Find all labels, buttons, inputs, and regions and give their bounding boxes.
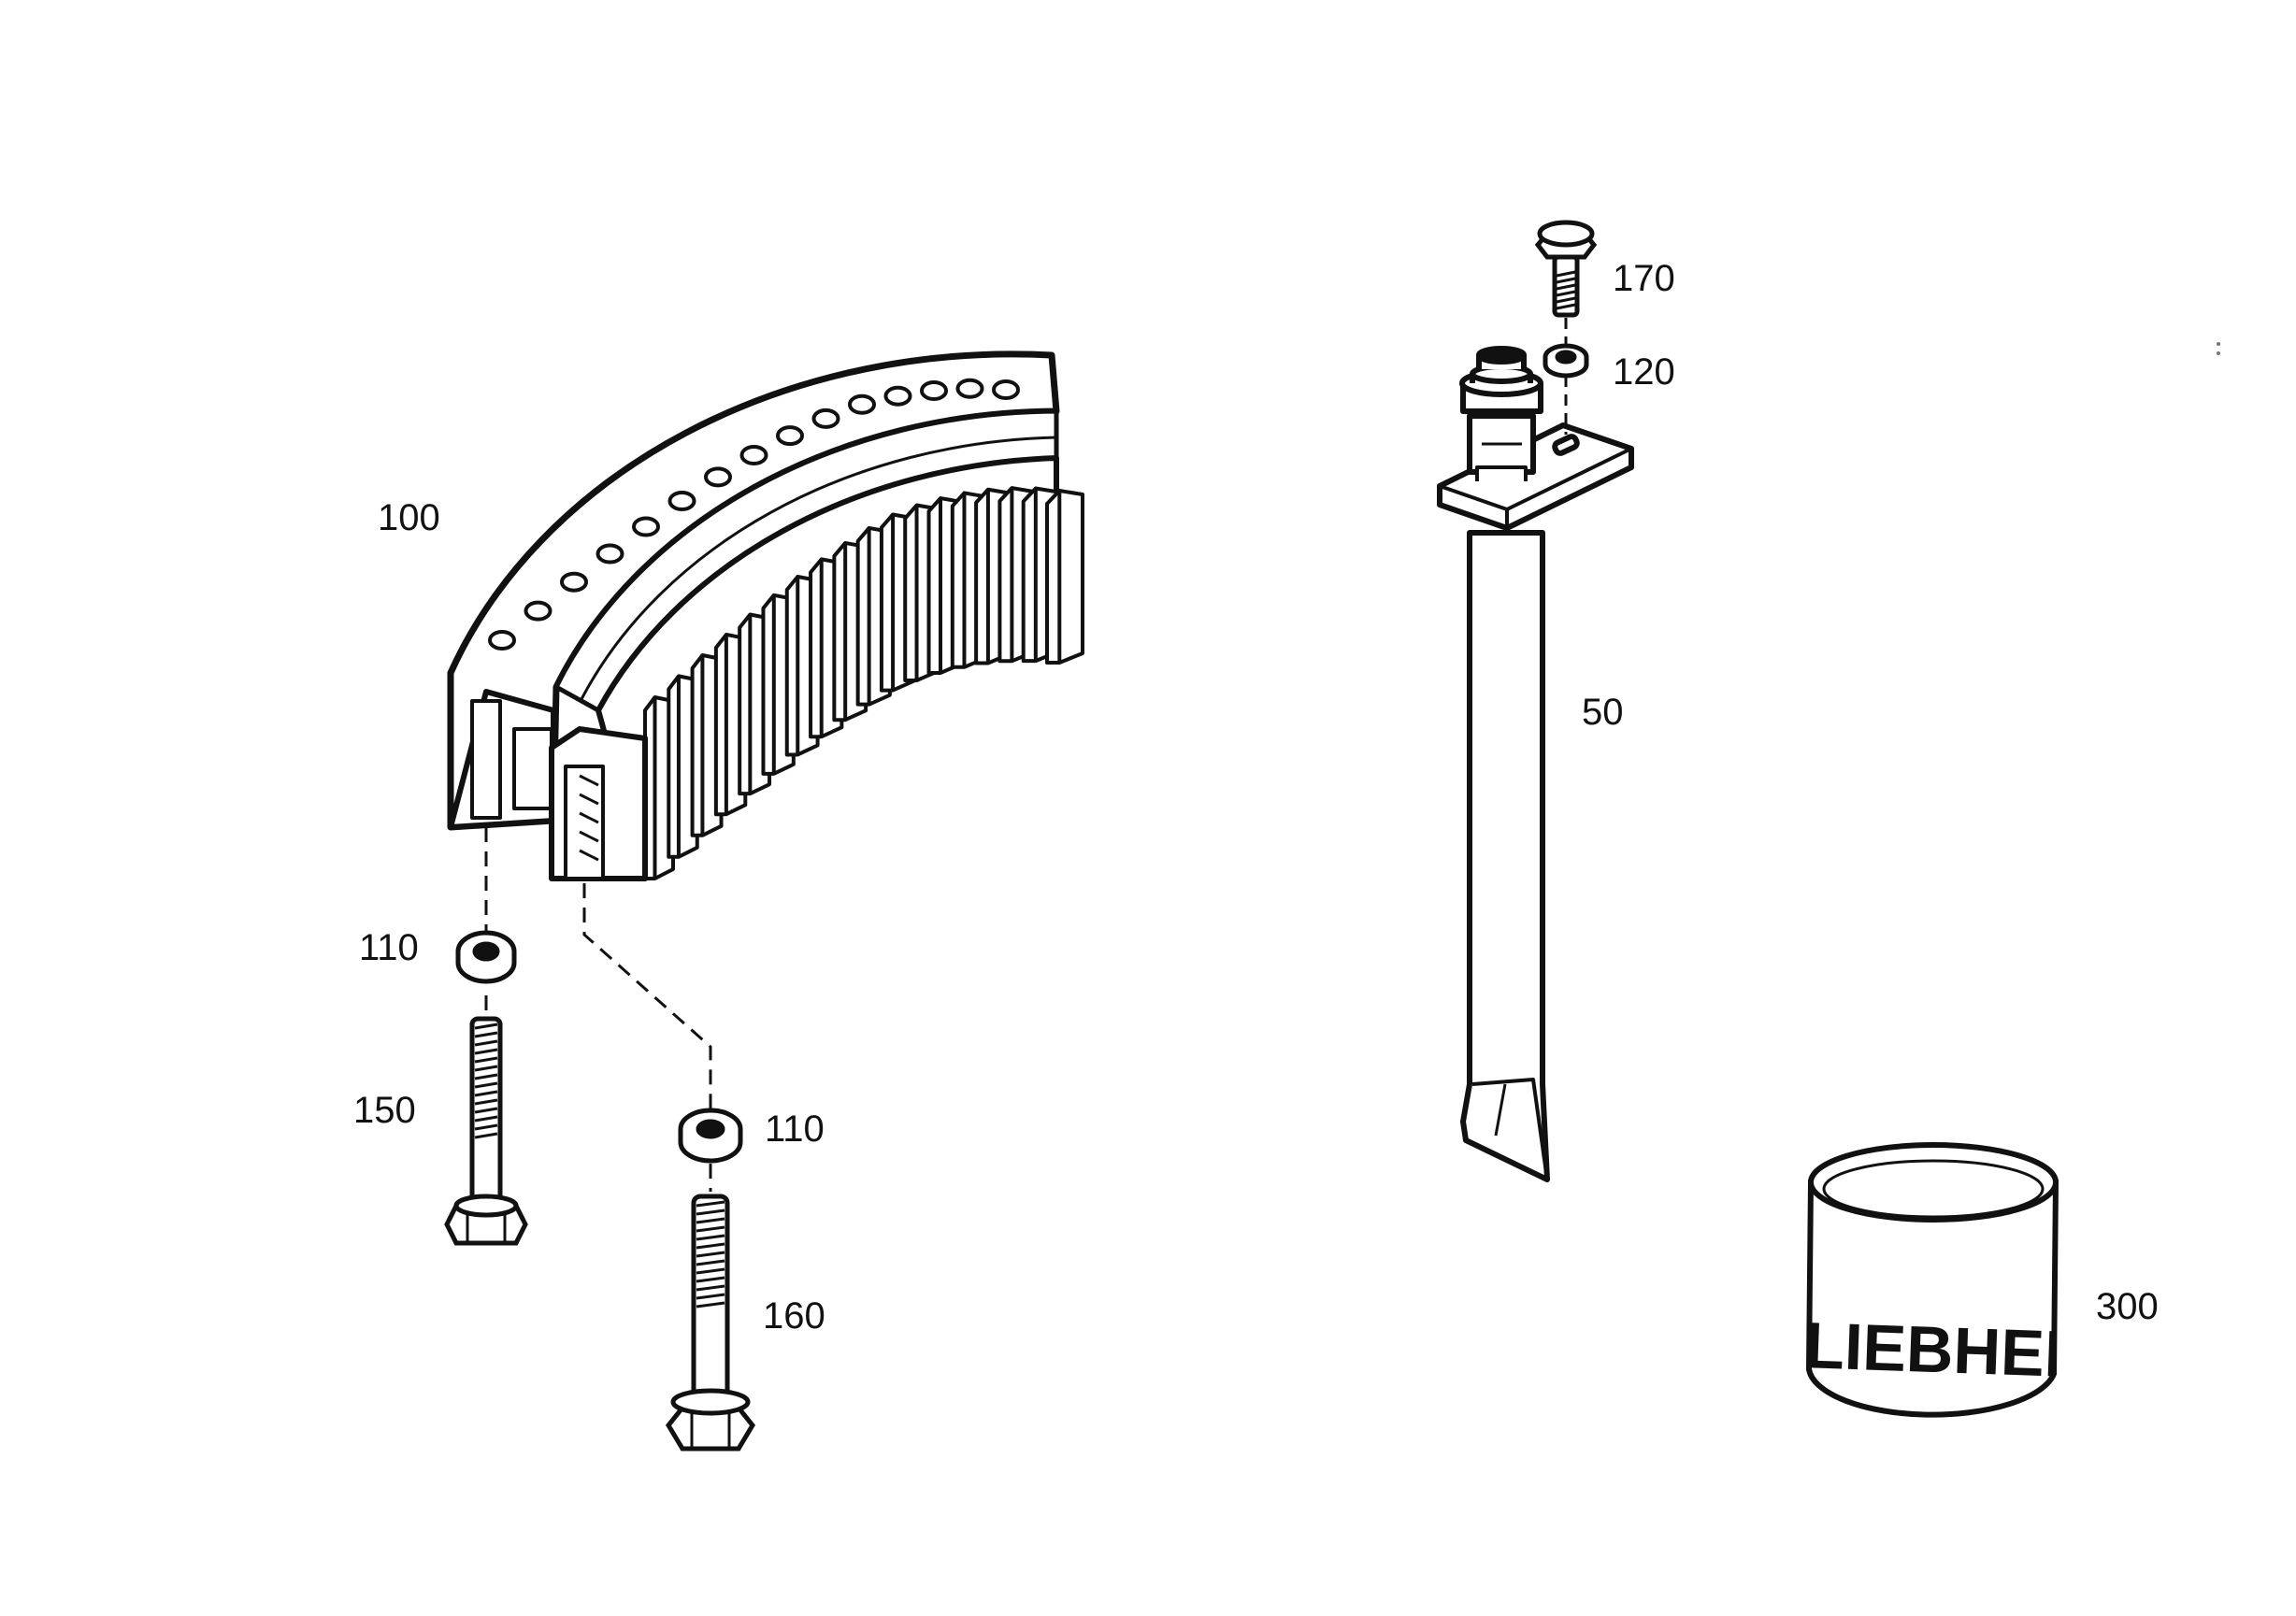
callout-110-right: 110: [765, 1108, 825, 1150]
thread-line: [696, 1301, 725, 1309]
thread-line: [1556, 277, 1576, 284]
gear-tooth: [1045, 489, 1084, 665]
thread-line: [1556, 296, 1576, 304]
bolt-hole: [848, 393, 876, 415]
washer-110-right: [678, 1108, 743, 1164]
thread-line: [696, 1242, 725, 1250]
thread-line: [696, 1208, 725, 1216]
bolt-hole: [596, 543, 624, 565]
thread-line: [474, 1031, 498, 1038]
gear-tooth: [667, 674, 699, 859]
thread-line: [474, 1039, 498, 1047]
grease-can-300: LIEBHER: [1803, 1142, 2093, 1418]
thread-line: [1556, 283, 1576, 291]
can-brand-text: LIEBHER: [1803, 1309, 2093, 1392]
thread-line: [474, 1056, 498, 1064]
callout-170: 170: [1613, 258, 1675, 299]
bolt-hole: [632, 516, 660, 537]
callout-50: 50: [1582, 692, 1624, 733]
thread-line: [474, 1048, 498, 1055]
bolt-hole: [955, 378, 984, 399]
thread-line: [696, 1259, 725, 1266]
bolt-150: [444, 1016, 528, 1246]
center-lines-ring: [484, 827, 712, 1192]
thread-line: [474, 1081, 498, 1089]
thread-line: [696, 1267, 725, 1275]
thread-line: [696, 1284, 725, 1292]
callout-120: 120: [1613, 351, 1675, 393]
bolt-hole: [883, 385, 912, 407]
bolt-160: [665, 1194, 756, 1452]
thread-line: [1556, 303, 1576, 310]
slewing-ring-segment: [447, 350, 1084, 881]
thread-line: [696, 1293, 725, 1300]
thread-line: [474, 1065, 498, 1072]
thread-line: [696, 1251, 725, 1258]
bolt-hole: [776, 425, 804, 447]
thread-line: [696, 1276, 725, 1283]
thread-line: [474, 1073, 498, 1080]
grease-lance-50: [1437, 346, 1634, 1182]
scan-specks: [2217, 342, 2220, 355]
callout-100: 100: [378, 497, 440, 538]
bolt-hole: [488, 630, 516, 651]
gear-tooth: [690, 652, 724, 837]
thread-line: [474, 1023, 498, 1030]
callout-160: 160: [763, 1295, 825, 1337]
bolt-hole: [704, 466, 732, 488]
thread-line: [474, 1123, 498, 1131]
thread-line: [696, 1234, 725, 1241]
thread-line: [474, 1107, 498, 1114]
thread-line: [474, 1090, 498, 1097]
callout-300: 300: [2096, 1286, 2159, 1327]
thread-line: [474, 1098, 498, 1106]
callout-150: 150: [353, 1090, 416, 1131]
bolt-hole: [811, 408, 840, 429]
thread-line: [696, 1217, 725, 1224]
bolt-170: [1534, 220, 1598, 318]
washer-110-left: [455, 930, 517, 984]
washer-120: [1543, 343, 1589, 379]
bolt-hole: [992, 379, 1020, 400]
thread-line: [1556, 290, 1576, 297]
thread-line: [474, 1115, 498, 1123]
thread-line: [696, 1200, 725, 1208]
thread-line: [1556, 270, 1576, 278]
bolt-hole: [920, 380, 948, 402]
bolt-hole: [524, 600, 552, 622]
thread-line: [696, 1225, 725, 1233]
bolt-hole: [560, 571, 588, 593]
bolt-hole: [739, 445, 768, 466]
callout-110-left: 110: [359, 927, 419, 968]
thread-line: [474, 1132, 498, 1139]
bolt-hole: [667, 491, 696, 512]
